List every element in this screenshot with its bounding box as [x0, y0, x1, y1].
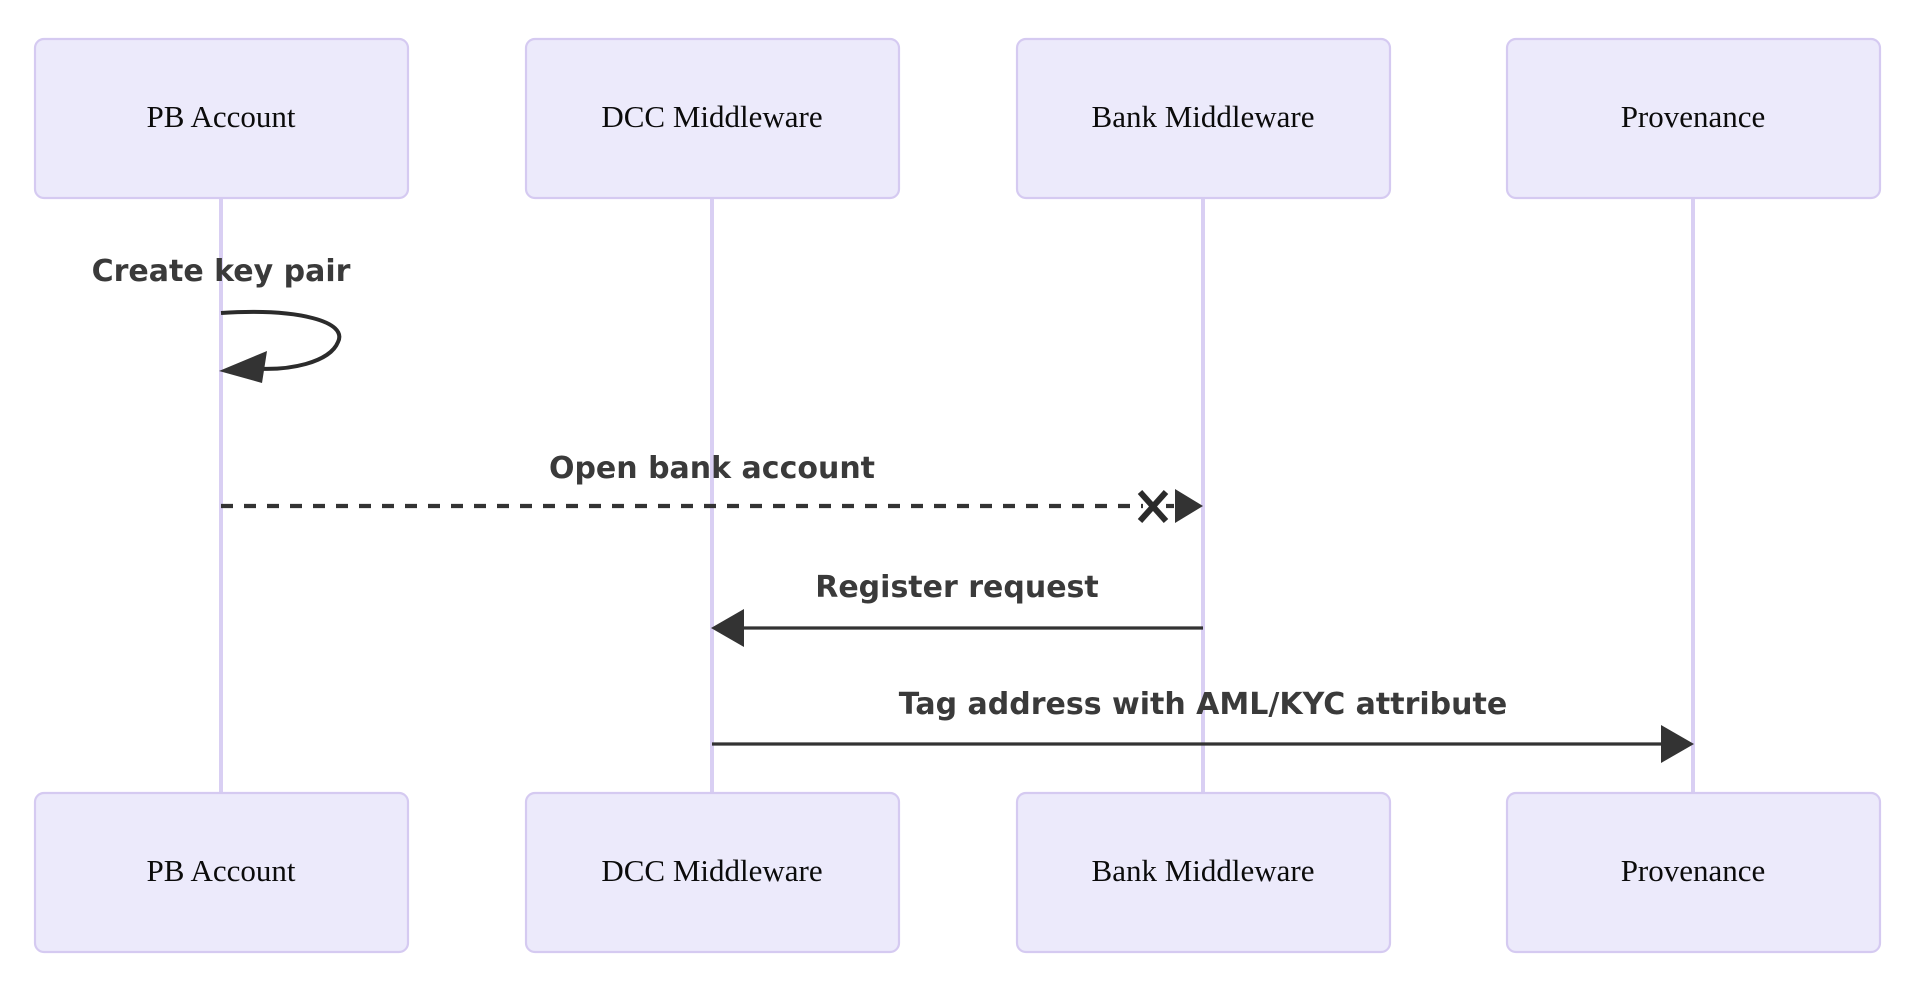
message-create-key-pair[interactable]: Create key pair	[92, 254, 351, 383]
participant-label: DCC Middleware	[601, 853, 822, 888]
message-label: Open bank account	[549, 451, 875, 486]
participant-label: Bank Middleware	[1092, 853, 1315, 888]
participant-box-rect	[524, 37, 901, 200]
message-register-request[interactable]: Register request	[711, 570, 1203, 647]
message-open-bank-account[interactable]: Open bank account	[221, 451, 1203, 524]
arrowhead-left	[219, 351, 267, 383]
participant-box-rect	[1505, 37, 1882, 200]
arrowhead-left	[711, 609, 744, 647]
participant-box-rect	[1015, 791, 1392, 954]
participant-label: DCC Middleware	[601, 99, 822, 134]
message-label: Create key pair	[92, 254, 351, 289]
lifelines-group	[219, 198, 1695, 793]
participant-box-rect	[1505, 791, 1882, 954]
participant-box-rect	[1015, 37, 1392, 200]
participant-dcc-middleware-top[interactable]: DCC Middleware	[524, 37, 901, 200]
participant-bank-middleware-bottom[interactable]: Bank Middleware	[1015, 791, 1392, 954]
self-loop-path	[220, 309, 342, 371]
participant-bank-middleware-top[interactable]: Bank Middleware	[1015, 37, 1392, 200]
participant-label: Provenance	[1621, 99, 1766, 134]
participant-label: Provenance	[1621, 853, 1766, 888]
message-label: Register request	[815, 570, 1099, 605]
arrowhead-right	[1661, 725, 1694, 763]
participant-box-rect	[524, 791, 901, 954]
participant-label: PB Account	[147, 99, 296, 134]
participant-dcc-middleware-bottom[interactable]: DCC Middleware	[524, 791, 901, 954]
participant-provenance-top[interactable]: Provenance	[1505, 37, 1882, 200]
participant-pb-account-bottom[interactable]: PB Account	[33, 791, 410, 954]
arrowhead-right	[1175, 489, 1203, 523]
participant-box-rect	[33, 791, 410, 954]
cross-icon	[1137, 489, 1169, 524]
participant-label: Bank Middleware	[1092, 99, 1315, 134]
participant-provenance-bottom[interactable]: Provenance	[1505, 791, 1882, 954]
participant-box-rect	[33, 37, 410, 200]
message-tag-address[interactable]: Tag address with AML/KYC attribute	[712, 687, 1694, 763]
participant-pb-account-top[interactable]: PB Account	[33, 37, 410, 200]
participant-label: PB Account	[147, 853, 296, 888]
message-label: Tag address with AML/KYC attribute	[899, 687, 1507, 722]
